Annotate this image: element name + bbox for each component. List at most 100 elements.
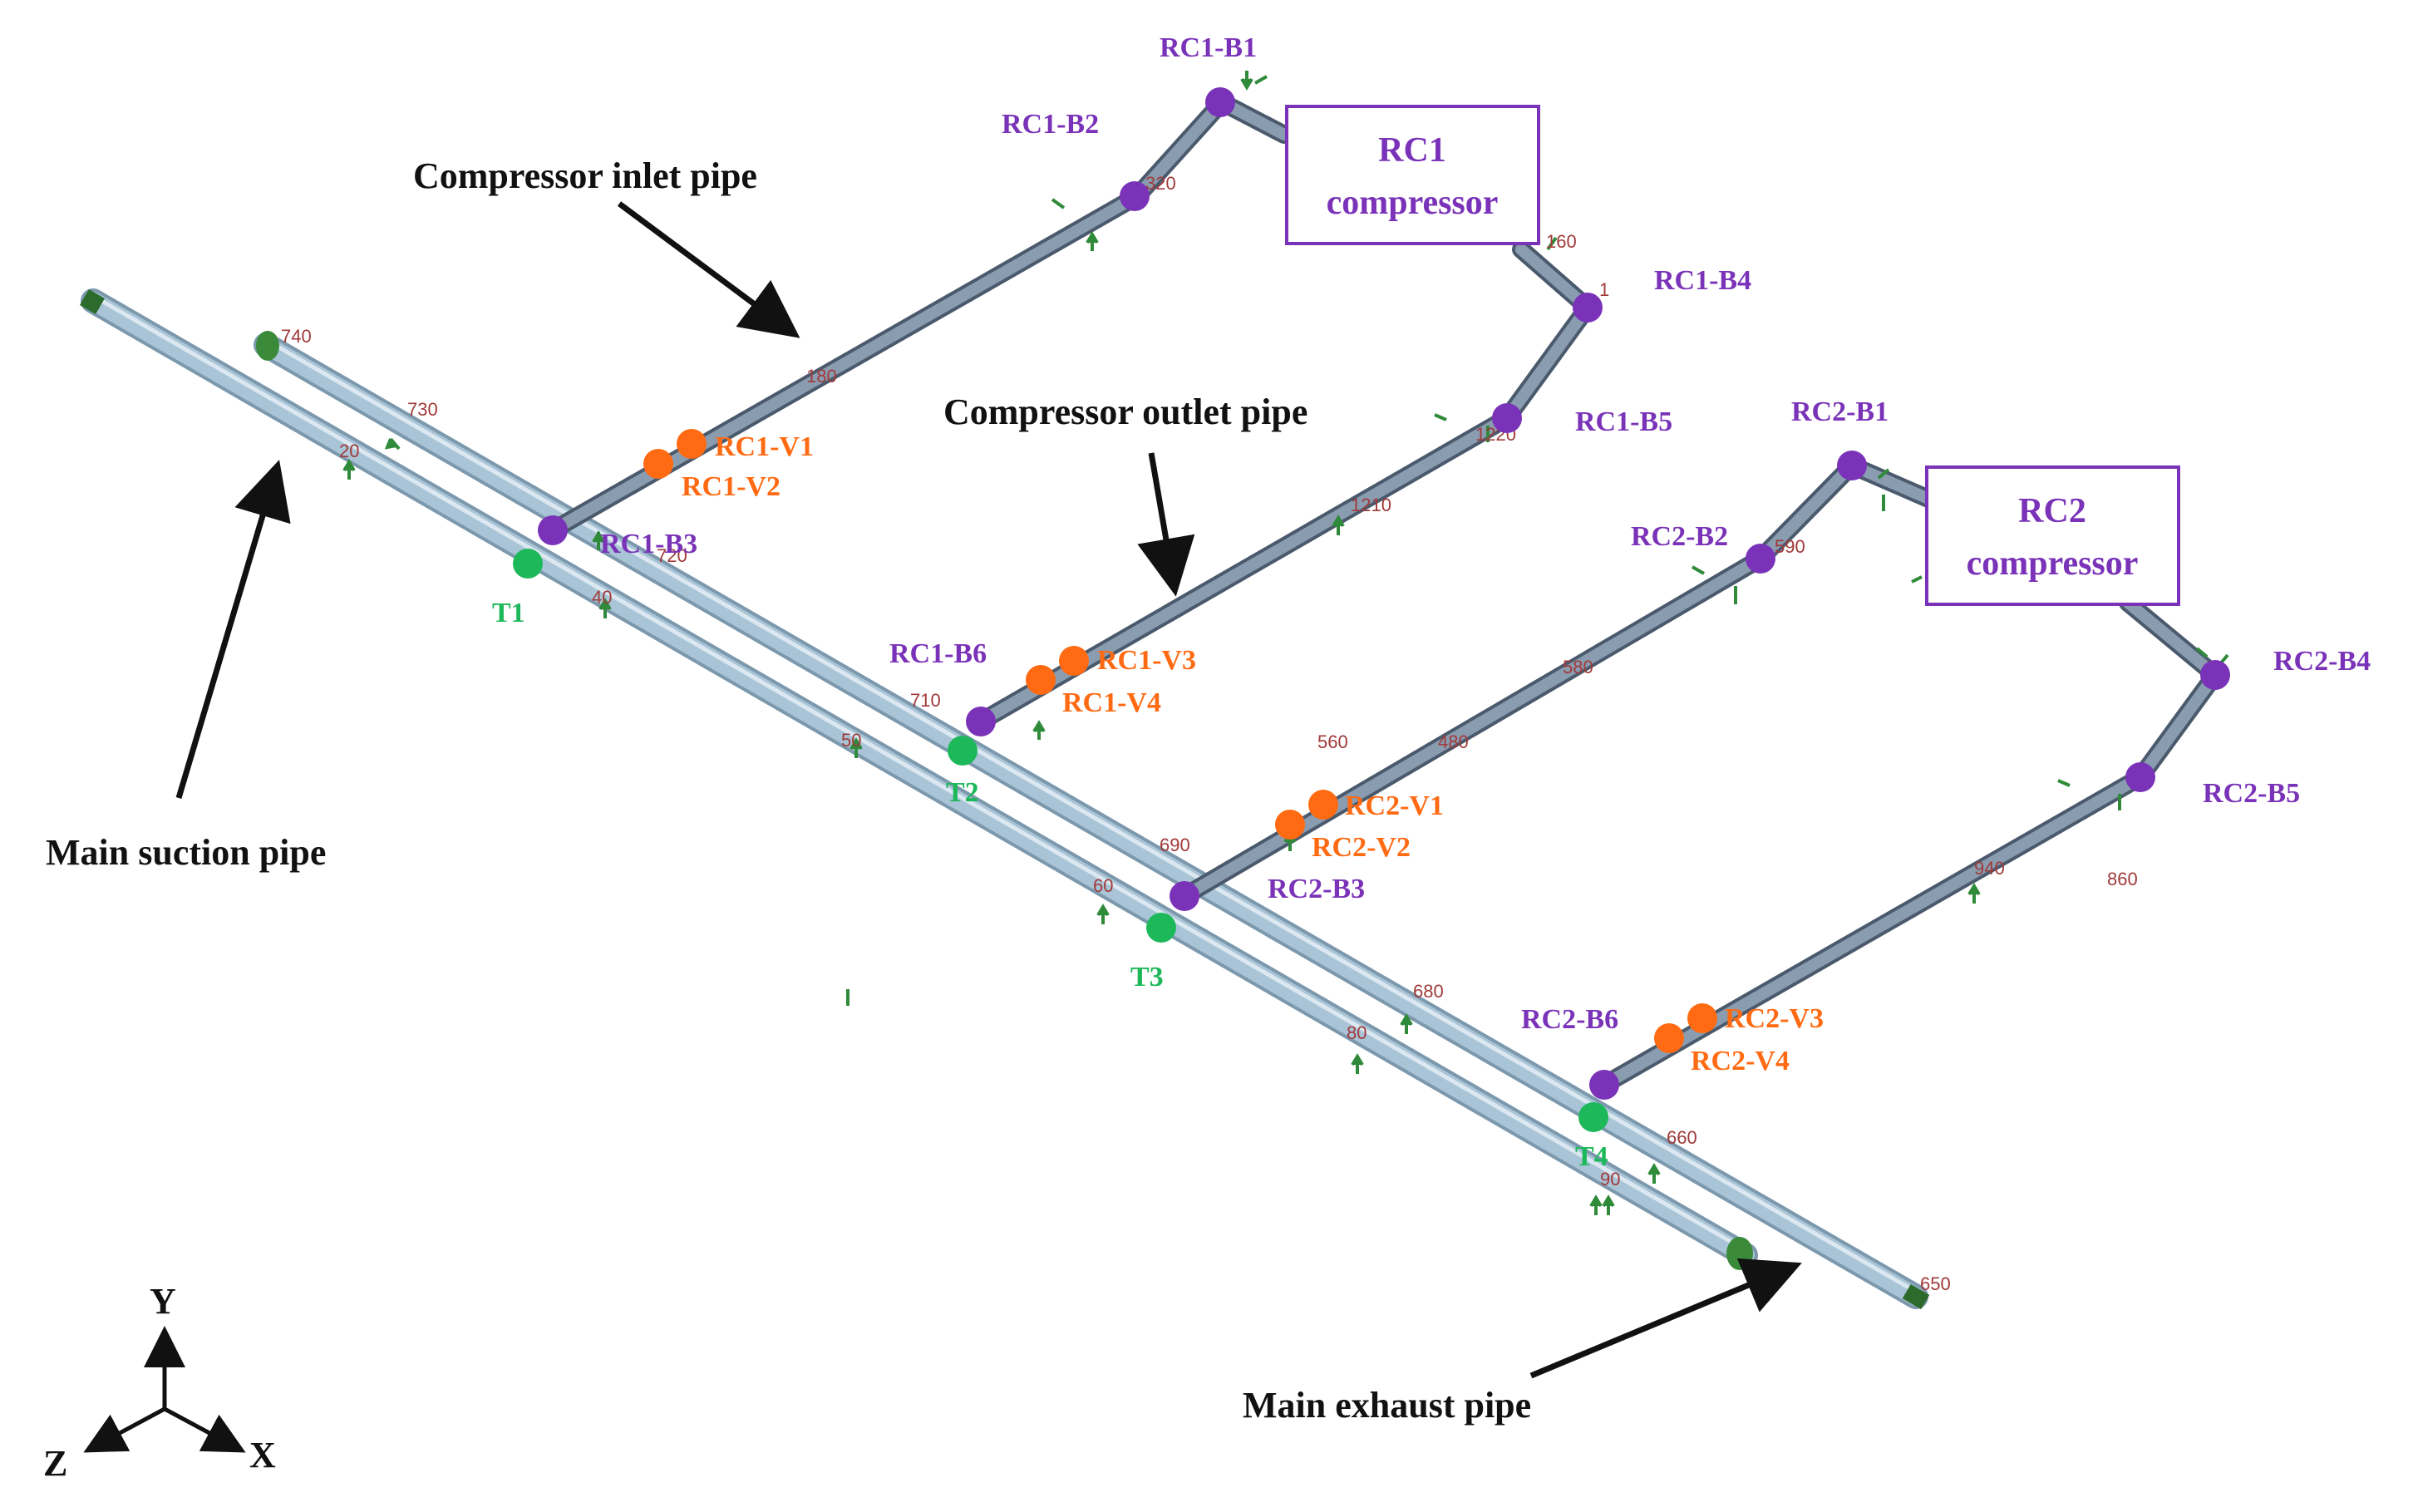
node-number: 740: [281, 326, 312, 347]
pipe-callouts: Compressor inlet pipe Compressor outlet …: [46, 155, 1802, 1426]
exhaust-pipe-label: Main exhaust pipe: [1243, 1385, 1531, 1426]
node-number: 650: [1920, 1273, 1951, 1294]
valve-label: RC2-V1: [1345, 790, 1444, 821]
bend-markers: [538, 87, 2230, 1100]
valve-label: RC2-V4: [1691, 1046, 1790, 1076]
bend-label: RC2-B5: [2203, 778, 2300, 809]
bend-marker-rc2-b6[interactable]: [1589, 1070, 1619, 1100]
bend-marker-rc1-b4[interactable]: [1573, 293, 1603, 323]
main-exhaust-pipe: [254, 332, 1928, 1309]
bend-label: RC1-B4: [1654, 265, 1751, 296]
compressor-name: RC2: [2018, 492, 2086, 530]
node-number: 590: [1775, 536, 1805, 557]
node-number: 730: [407, 399, 438, 420]
node-number: 580: [1563, 657, 1593, 677]
exhaust-end-cap: [1902, 1283, 1930, 1310]
node-number: 1: [1599, 279, 1609, 300]
node-number: 160: [1546, 231, 1577, 252]
node-number: 660: [1667, 1127, 1697, 1148]
valve-marker-rc1-v3[interactable]: [1059, 646, 1089, 676]
bend-marker-rc2-b4[interactable]: [2200, 660, 2230, 690]
bend-marker-rc2-b3[interactable]: [1170, 881, 1199, 911]
valve-label: RC1-V3: [1097, 645, 1196, 676]
node-number: 720: [657, 545, 687, 566]
tee-label: T4: [1575, 1141, 1608, 1172]
tee-label: T3: [1130, 962, 1164, 992]
valve-marker-rc2-v4[interactable]: [1654, 1023, 1684, 1053]
bend-marker-rc1-b1[interactable]: [1205, 87, 1235, 117]
bend-label: RC2-B4: [2273, 646, 2371, 677]
node-number: 20: [339, 441, 359, 461]
inlet-arrow: [617, 201, 800, 338]
bend-label: RC2-B1: [1791, 396, 1889, 427]
bend-label: RC1-B3: [600, 529, 697, 559]
node-number: 1210: [1351, 495, 1391, 515]
valve-marker-rc1-v1[interactable]: [677, 429, 707, 459]
bend-labels: RC1-B1 RC1-B2 RC1-B3 RC1-B4 RC1-B5 RC1-B…: [600, 32, 2371, 1035]
bend-label: RC1-B6: [889, 638, 987, 669]
node-number: 180: [806, 366, 837, 387]
valve-marker-rc1-v4[interactable]: [1026, 665, 1056, 695]
suction-start-cap: [79, 288, 106, 315]
valve-labels: RC1-V1 RC1-V2 RC1-V3 RC1-V4 RC2-V1 RC2-V…: [682, 431, 1824, 1076]
suction-pipe-label: Main suction pipe: [46, 832, 326, 873]
node-number: 560: [1317, 731, 1348, 752]
bend-marker-rc1-b5[interactable]: [1492, 403, 1522, 433]
compressor-subtitle: compressor: [1967, 544, 2139, 583]
suction-end-cap: [1726, 1237, 1753, 1270]
node-number: 80: [1347, 1022, 1367, 1043]
inlet-pipe-label: Compressor inlet pipe: [413, 155, 757, 196]
branch-pipes: [544, 93, 2224, 1094]
bend-label: RC1-B5: [1575, 406, 1672, 437]
compressor-rc2: RC2 compressor: [1925, 465, 2180, 606]
bend-marker-rc2-b2[interactable]: [1746, 544, 1775, 574]
compressor-name: RC1: [1378, 131, 1446, 170]
bend-marker-rc2-b1[interactable]: [1837, 451, 1867, 480]
node-number: 50: [841, 730, 861, 751]
valve-label: RC2-V2: [1312, 832, 1411, 863]
node-numbers: 740 730 720 710 690 680 660 650 20 40 50…: [281, 173, 2138, 1294]
node-number: 680: [1413, 981, 1444, 1002]
node-number: 860: [2107, 869, 2138, 889]
valve-label: RC1-V4: [1062, 687, 1161, 718]
outlet-pipe-label: Compressor outlet pipe: [943, 392, 1307, 432]
node-number: 940: [1974, 858, 2005, 879]
compressor-rc1: RC1 compressor: [1285, 105, 1540, 245]
bend-label: RC2-B2: [1631, 521, 1728, 552]
valve-label: RC1-V2: [682, 471, 781, 502]
tee-label: T2: [946, 777, 979, 808]
compressor-subtitle: compressor: [1327, 184, 1499, 222]
coordinate-axes: Y X Z: [43, 1281, 276, 1484]
bend-label: RC1-B1: [1160, 32, 1257, 63]
valve-marker-rc2-v2[interactable]: [1275, 810, 1305, 840]
axis-z-label: Z: [43, 1443, 67, 1484]
bend-marker-rc1-b2[interactable]: [1120, 181, 1150, 211]
tee-marker-t2[interactable]: [948, 736, 978, 766]
valve-marker-rc1-v2[interactable]: [643, 449, 673, 479]
valve-marker-rc2-v3[interactable]: [1687, 1003, 1717, 1033]
node-number: 40: [592, 587, 612, 608]
tee-marker-t3[interactable]: [1146, 913, 1176, 943]
axis-y-label: Y: [150, 1281, 176, 1322]
bend-marker-rc1-b3[interactable]: [538, 515, 568, 545]
valve-marker-rc2-v1[interactable]: [1308, 790, 1338, 820]
node-number: 690: [1160, 835, 1190, 855]
node-number: 60: [1093, 875, 1113, 896]
node-number: 90: [1600, 1169, 1620, 1189]
tee-markers: T1 T2 T3 T4: [492, 549, 1608, 1172]
tee-marker-t1[interactable]: [513, 549, 543, 579]
node-number: 710: [910, 690, 941, 711]
bend-label: RC2-B3: [1268, 874, 1365, 904]
valve-label: RC2-V3: [1725, 1003, 1824, 1034]
bend-label: RC2-B6: [1521, 1004, 1618, 1035]
main-pipes: [79, 288, 1930, 1310]
outlet-arrow: [1137, 452, 1195, 597]
node-number: 480: [1438, 731, 1469, 752]
suction-arrow: [175, 460, 291, 799]
tee-marker-t4[interactable]: [1578, 1102, 1608, 1132]
exhaust-arrow: [1529, 1258, 1802, 1379]
bend-marker-rc1-b6[interactable]: [966, 707, 996, 736]
bend-marker-rc2-b5[interactable]: [2125, 762, 2155, 792]
bend-label: RC1-B2: [1002, 109, 1099, 140]
